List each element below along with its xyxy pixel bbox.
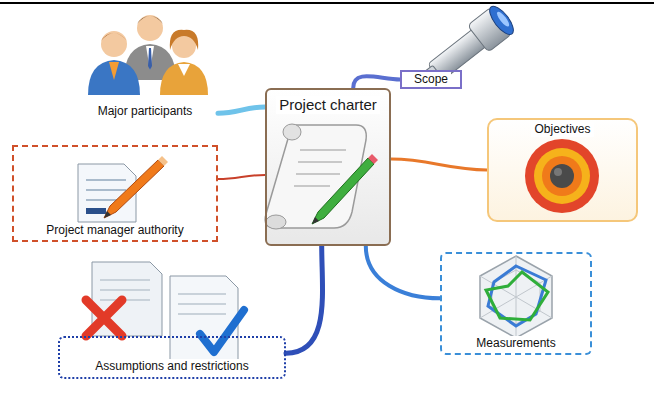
node-label: Major participants <box>95 104 196 119</box>
scope-box: Scope <box>400 70 462 89</box>
assumptions-box: Assumptions and restrictions <box>58 336 286 379</box>
branch-line <box>218 107 265 113</box>
branch-line <box>366 246 440 298</box>
node-label: Measurements <box>473 336 558 351</box>
radar-chart-icon <box>480 256 552 338</box>
objectives-box: Objectives <box>487 118 638 222</box>
measurements-box: Measurements <box>440 252 592 355</box>
branch-line <box>391 159 487 170</box>
scroll-icon <box>265 124 378 229</box>
node-label: Scope <box>411 72 451 87</box>
node-label: Assumptions and restrictions <box>92 359 251 374</box>
people-icon <box>88 15 208 95</box>
node-label: Project manager authority <box>43 223 186 238</box>
target-icon <box>525 139 599 213</box>
authority-box: Project manager authority <box>12 145 218 242</box>
documents-icon <box>86 262 244 366</box>
branch-line <box>353 76 400 88</box>
branch-line <box>218 175 265 179</box>
participants-node: Major participants <box>72 100 218 122</box>
charter-box: Project charter <box>265 88 391 246</box>
branch-line <box>286 246 323 353</box>
node-label: Objectives <box>531 122 593 137</box>
objectives-ground <box>488 119 637 221</box>
top-rule <box>0 2 654 4</box>
pen-document-icon <box>78 156 168 222</box>
charter-ground <box>266 89 390 245</box>
node-label: Project charter <box>276 96 380 114</box>
